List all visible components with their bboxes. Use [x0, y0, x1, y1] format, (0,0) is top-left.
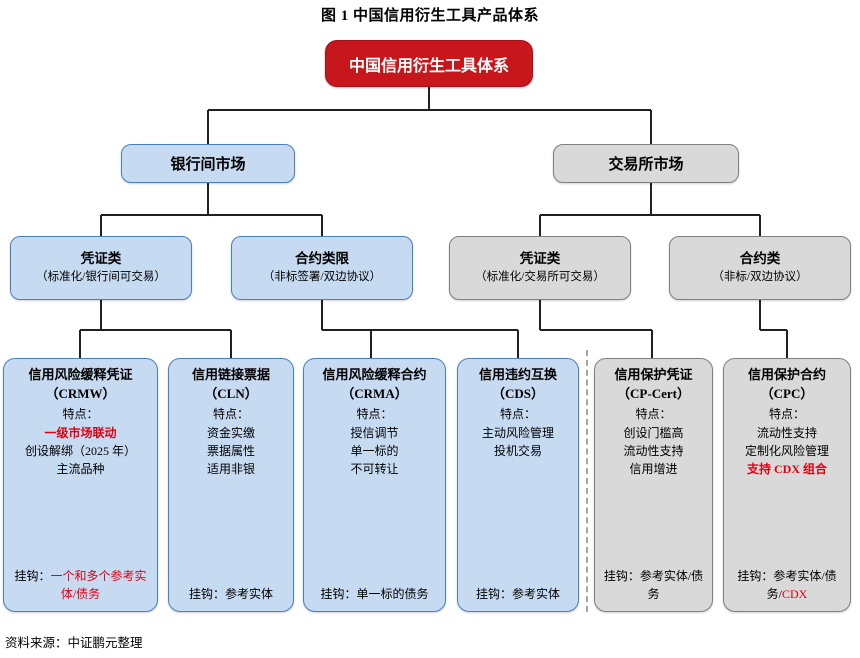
node-market-interbank[interactable]: 银行间市场 — [121, 144, 295, 183]
product-cpc-feature-0: 流动性支持 — [756, 425, 817, 440]
product-cln-link-value: 参考实体 — [225, 586, 274, 601]
product-crmw-abbr: （CRMW） — [45, 385, 116, 401]
product-cpcert-feature-2: 信用增进 — [629, 461, 678, 476]
node-category-ex-contract-title: 合约类 — [739, 251, 781, 267]
node-category-ib-contract[interactable]: 合约类限 （非标签署/双边协议） — [231, 236, 413, 300]
node-category-ib-contract-subtitle: （非标签署/双边协议） — [262, 270, 382, 283]
product-cln-feature-2: 适用非银 — [206, 461, 255, 476]
node-root[interactable]: 中国信用衍生工具体系 — [325, 40, 533, 87]
product-cpc-feature-2: 支持 CDX 组合 — [747, 461, 827, 476]
product-cpc-link-cdx: CDX — [782, 586, 808, 601]
product-cln-feature-0: 资金实缴 — [206, 425, 255, 440]
product-crmw-feature-1: 创设解绑（2025 年） — [24, 443, 136, 458]
product-cds-abbr: （CDS） — [491, 385, 544, 401]
node-market-interbank-label: 银行间市场 — [170, 157, 246, 173]
node-product-crma[interactable]: 信用风险缓释合约 （CRMA） 特点： 授信调节 单一标的 不可转让 挂钩：单一… — [303, 358, 446, 612]
product-cds-link-value: 参考实体 — [512, 586, 561, 601]
product-cln-link: 挂钩：参考实体 — [174, 586, 288, 603]
product-crma-link-value: 单一标的债务 — [356, 586, 429, 601]
product-cds-link-label: 挂钩： — [475, 586, 512, 601]
product-cpcert-feature-1: 流动性支持 — [623, 443, 684, 458]
product-cpc-feature-1: 定制化风险管理 — [744, 443, 829, 458]
source-note: 资料来源：中证鹏元整理 — [5, 636, 143, 650]
product-cln-feature-label: 特点： — [212, 407, 249, 422]
node-category-ib-cert[interactable]: 凭证类 （标准化/银行间可交易） — [10, 236, 192, 300]
product-crmw-link-value: 一个和多个参考实体/债务 — [50, 569, 147, 601]
product-cpc-link-value: 参考实体/债务/ — [766, 569, 837, 601]
product-cpcert-abbr: （CP-Cert） — [617, 385, 690, 401]
product-cpcert-name: 信用保护凭证 — [614, 367, 693, 382]
node-category-ex-cert-subtitle: （标准化/交易所可交易） — [475, 270, 605, 283]
product-crmw-feature-0: 一级市场联动 — [44, 425, 117, 440]
figure-title: 图 1 中国信用衍生工具产品体系 — [320, 8, 539, 24]
node-product-cds[interactable]: 信用违约互换 （CDS） 特点： 主动风险管理 投机交易 挂钩：参考实体 — [457, 358, 579, 612]
product-cpcert-feature-0: 创设门槛高 — [623, 425, 684, 440]
product-crma-feature-1: 单一标的 — [350, 443, 399, 458]
product-crma-link-label: 挂钩： — [320, 586, 357, 601]
product-crma-name: 信用风险缓释合约 — [322, 367, 427, 382]
product-cpc-abbr: （CPC） — [760, 385, 814, 401]
node-category-ib-cert-subtitle: （标准化/银行间可交易） — [36, 270, 166, 283]
product-crma-abbr: （CRMA） — [341, 385, 408, 401]
node-category-ex-cert[interactable]: 凭证类 （标准化/交易所可交易） — [449, 236, 631, 300]
node-product-crmw[interactable]: 信用风险缓释凭证 （CRMW） 特点： 一级市场联动 创设解绑（2025 年） … — [3, 358, 158, 612]
node-category-ib-cert-title: 凭证类 — [80, 251, 122, 267]
node-product-cpc[interactable]: 信用保护合约 （CPC） 特点： 流动性支持 定制化风险管理 支持 CDX 组合… — [723, 358, 851, 612]
product-cpc-name: 信用保护合约 — [747, 367, 826, 382]
product-cds-link: 挂钩：参考实体 — [463, 586, 573, 603]
product-crma-feature-0: 授信调节 — [350, 425, 399, 440]
market-divider — [586, 350, 588, 612]
product-cpcert-link-label: 挂钩： — [603, 569, 640, 584]
node-market-exchange-label: 交易所市场 — [608, 157, 684, 173]
product-crmw-feature-2: 主流品种 — [56, 461, 105, 476]
node-category-ex-cert-title: 凭证类 — [519, 251, 561, 267]
product-cds-name: 信用违约互换 — [478, 367, 557, 382]
product-crma-feature-label: 特点： — [356, 407, 393, 422]
node-product-cpcert[interactable]: 信用保护凭证 （CP-Cert） 特点： 创设门槛高 流动性支持 信用增进 挂钩… — [594, 358, 713, 612]
product-cds-feature-1: 投机交易 — [493, 443, 542, 458]
product-crma-feature-2: 不可转让 — [350, 461, 399, 476]
node-category-ib-contract-title: 合约类限 — [295, 251, 349, 267]
product-cln-link-label: 挂钩： — [188, 586, 225, 601]
product-cln-name: 信用链接票据 — [191, 367, 270, 382]
product-cpcert-link-value: 参考实体/债务 — [639, 569, 704, 601]
product-cpc-link: 挂钩：参考实体/债务/CDX — [729, 568, 845, 603]
node-root-label: 中国信用衍生工具体系 — [348, 57, 509, 75]
product-crmw-link: 挂钩：一个和多个参考实体/债务 — [9, 568, 152, 603]
product-cds-feature-0: 主动风险管理 — [481, 425, 554, 440]
product-cln-abbr: （CLN） — [204, 385, 258, 401]
product-cpcert-feature-label: 特点： — [635, 407, 672, 422]
product-crmw-feature-label: 特点： — [62, 407, 99, 422]
product-crma-link: 挂钩：单一标的债务 — [309, 586, 440, 603]
product-crmw-link-label: 挂钩： — [14, 569, 51, 584]
product-cpc-link-label: 挂钩： — [737, 569, 774, 584]
node-product-cln[interactable]: 信用链接票据 （CLN） 特点： 资金实缴 票据属性 适用非银 挂钩：参考实体 — [168, 358, 294, 612]
node-category-ex-contract-subtitle: （非标/双边协议） — [712, 270, 808, 283]
product-cpcert-link: 挂钩：参考实体/债务 — [600, 568, 707, 603]
node-market-exchange[interactable]: 交易所市场 — [553, 144, 739, 183]
product-cpc-feature-label: 特点： — [768, 407, 805, 422]
product-crmw-name: 信用风险缓释凭证 — [28, 367, 133, 382]
node-category-ex-contract[interactable]: 合约类 （非标/双边协议） — [669, 236, 851, 300]
product-cln-feature-1: 票据属性 — [206, 443, 255, 458]
product-cds-feature-label: 特点： — [499, 407, 536, 422]
